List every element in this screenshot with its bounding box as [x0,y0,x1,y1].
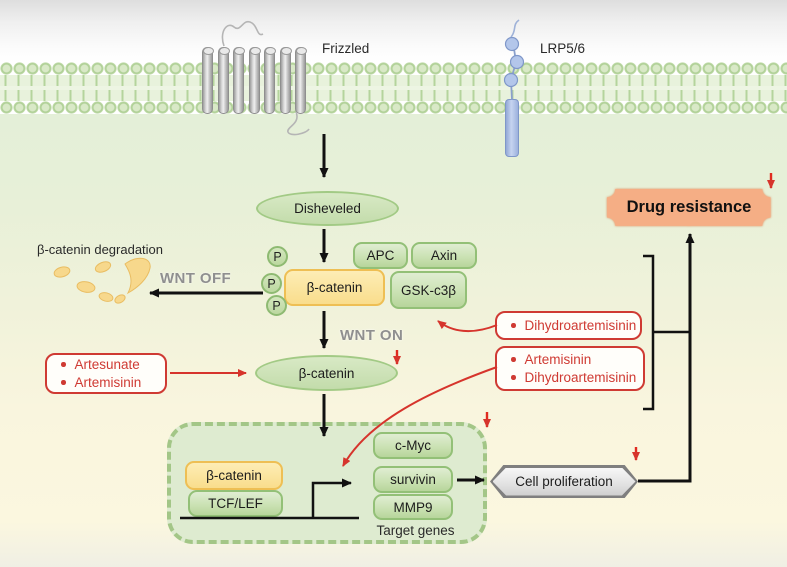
phospho-circle: P [261,273,282,294]
lipid-heads-top [0,62,787,75]
gsk3b-node: GSK-c3β [390,271,467,309]
drug-resistance-node: Drug resistance [607,189,771,226]
extracellular-background [0,0,787,62]
dihydroartemisinin-box: Dihydroartemisinin [495,311,642,340]
apc-label: APC [366,248,395,263]
c-myc-node: c-Myc [373,432,453,459]
cell-proliferation-inner: Cell proliferation [492,467,636,496]
mmp9-node: MMP9 [373,494,453,520]
beta-catenin-free-node: β-catenin [255,355,398,391]
axin-node: Axin [411,242,477,269]
drug-line: Artesunate [61,356,157,374]
lipid-tails [0,75,787,101]
cell-membrane [0,62,787,114]
drug-name: Dihydroartemisinin [524,369,637,385]
gsk3b-label: GSK-c3β [400,282,457,298]
drug-line: Artemisinin [61,374,157,392]
phospho-label: P [272,298,281,313]
wnt-off-label: WNT OFF [160,270,232,287]
beta-catenin-label: β-catenin [298,365,355,381]
disheveled-node: Disheveled [256,191,399,226]
drug-name: Artemisinin [524,351,592,367]
bullet-icon [511,357,516,362]
survivin-label: survivin [390,472,436,487]
bullet-icon [511,375,516,380]
disheveled-label: Disheveled [294,201,361,216]
tcf-lef-node: TCF/LEF [188,490,283,517]
artemisinin-dihydroartemisinin-box: Artemisinin Dihydroartemisinin [495,346,645,391]
frizzled-helix-icon [279,47,292,114]
drug-name: Dihydroartemisinin [524,317,637,333]
drug-line: Dihydroartemisinin [511,317,636,335]
apc-node: APC [353,242,408,269]
lrp-rod-icon [505,99,519,157]
frizzled-helix-icon [248,47,261,114]
bullet-icon [511,323,516,328]
frizzled-helix-icon [233,47,245,114]
degradation-label: β-catenin degradation [37,242,164,257]
bullet-icon [61,380,66,385]
phospho-label: P [267,276,276,291]
target-genes-label: Target genes [376,523,455,538]
phospho-circle: P [266,295,287,316]
drug-name: Artesunate [74,356,140,372]
beta-catenin-label: β-catenin [206,468,262,483]
lipid-heads-bottom [0,101,787,114]
cell-proliferation-node: Cell proliferation [490,465,638,498]
frizzled-helix-icon [295,47,307,114]
wnt-on-label: WNT ON [340,327,404,344]
drug-name: Artemisinin [74,374,142,390]
axin-label: Axin [430,248,458,263]
artesunate-artemisinin-box: Artesunate Artemisinin [45,353,167,394]
frizzled-helix-icon [217,47,230,114]
phospho-circle: P [267,246,288,267]
beta-catenin-nuclear-node: β-catenin [185,461,283,490]
c-myc-label: c-Myc [395,438,431,453]
frizzled-helix-icon [264,47,276,114]
drug-resistance-label: Drug resistance [626,198,752,216]
frizzled-helix-icon [202,47,214,114]
survivin-node: survivin [373,466,453,493]
tcf-lef-label: TCF/LEF [208,496,263,511]
beta-catenin-complex-node: β-catenin [284,269,385,306]
cell-proliferation-label: Cell proliferation [515,474,613,489]
lrp-label: LRP5/6 [540,41,586,56]
drug-line: Dihydroartemisinin [511,369,637,387]
bullet-icon [61,362,66,367]
drug-line: Artemisinin [511,351,635,369]
phospho-label: P [273,249,282,264]
mmp9-label: MMP9 [393,499,433,515]
beta-catenin-label: β-catenin [306,280,363,295]
frizzled-label: Frizzled [322,41,370,56]
